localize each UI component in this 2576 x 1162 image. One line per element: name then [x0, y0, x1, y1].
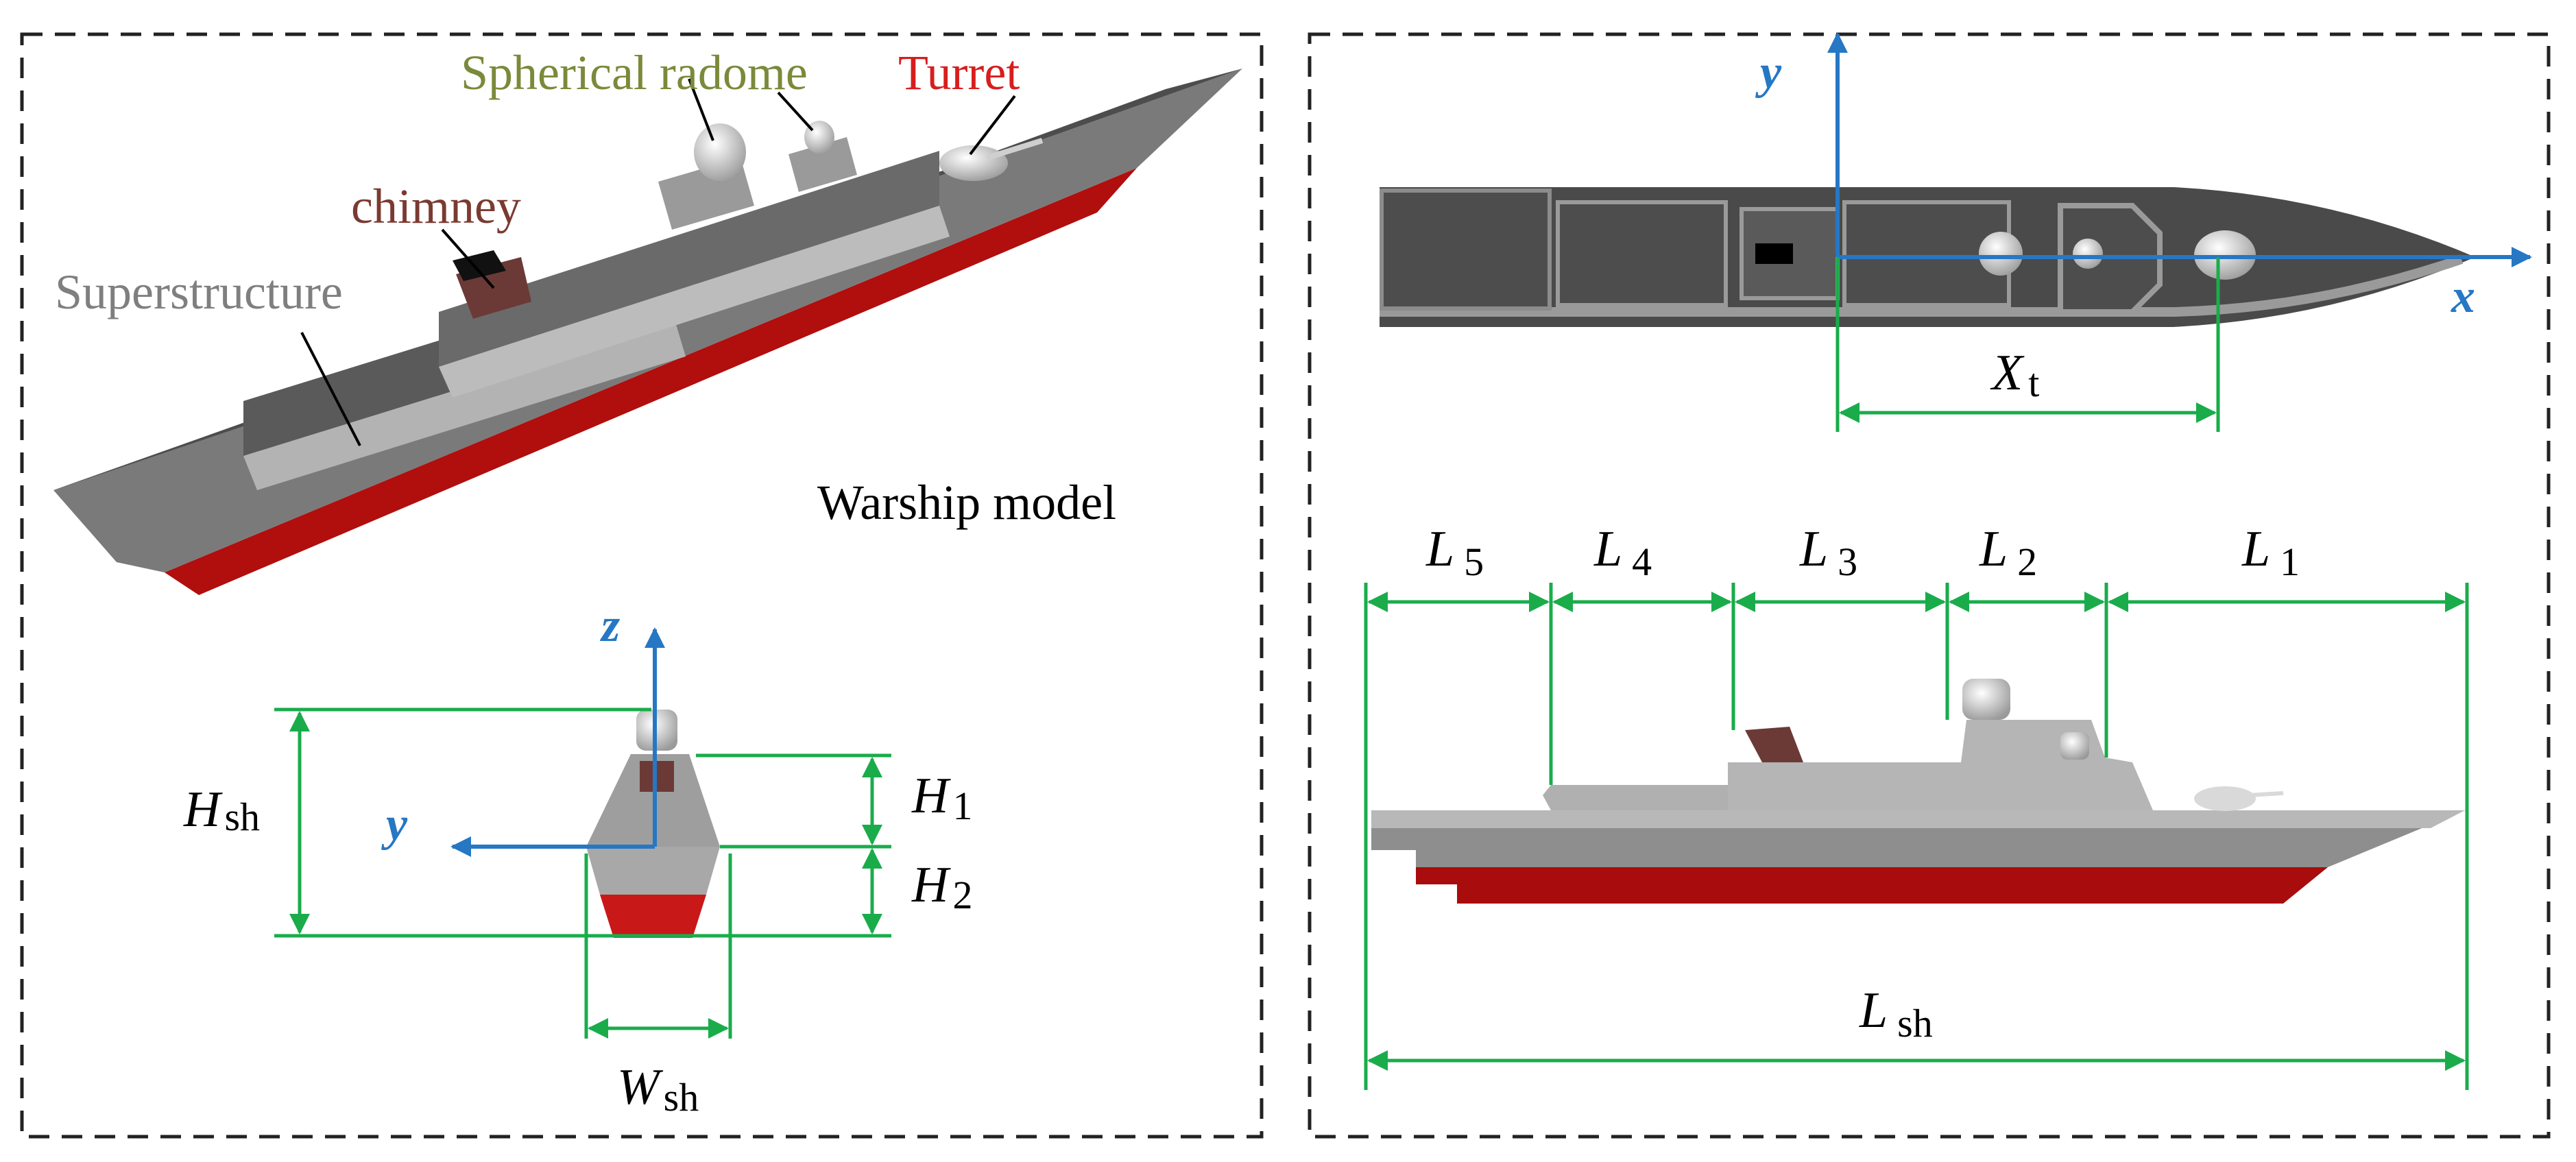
- side-chimney: [1745, 727, 1803, 762]
- leader-turret: [969, 95, 1016, 156]
- section-dimensions: [274, 707, 891, 1039]
- left-panel-frame: [20, 32, 1264, 1139]
- leader-radome-2: [777, 91, 814, 132]
- side-turret: [2194, 786, 2256, 811]
- section-hull-red: [600, 895, 706, 938]
- label-spherical-radome: Spherical radome: [461, 45, 808, 100]
- label-superstructure: Superstructure: [55, 265, 343, 319]
- section-hull-upper: [586, 847, 720, 895]
- radome-1-3d: [694, 123, 746, 181]
- leader-chimney: [441, 228, 495, 289]
- top-view-dimensions: [1835, 257, 2220, 432]
- side-hull-red: [1416, 867, 2328, 904]
- top-view-radome-1: [1979, 232, 2023, 276]
- label-warship-model: Warship model: [817, 475, 1116, 530]
- top-view-aft-deck: [1380, 189, 1552, 311]
- warship-3d-model: [53, 69, 1242, 595]
- mast-block-2: [789, 137, 857, 192]
- side-hangar: [1728, 762, 1935, 810]
- side-deck-strip: [1371, 810, 2465, 828]
- leader-radome-1: [688, 78, 714, 141]
- turret-barrel-3d: [986, 138, 1044, 160]
- right-panel-frame: [1308, 32, 2551, 1139]
- top-axis-x-label: x: [2451, 270, 2475, 323]
- side-radome-2: [2060, 732, 2089, 760]
- side-turret-barrel: [2248, 791, 2284, 797]
- side-bridge: [1935, 720, 2153, 810]
- top-view-radome-2: [2073, 239, 2103, 269]
- top-view-chimney: [1755, 243, 1793, 264]
- leader-superstructure: [300, 332, 361, 446]
- side-aft-super: [1543, 785, 1728, 810]
- side-view-dimensions: [1364, 583, 2469, 1090]
- superstructure-side-2: [439, 206, 950, 398]
- label-chimney: chimney: [351, 179, 521, 234]
- top-view-deck-edge: [1380, 254, 2464, 317]
- top-axis-y-label: y: [1755, 46, 1782, 99]
- side-mast: [1962, 679, 2010, 720]
- section-axis-y-label: y: [381, 798, 408, 851]
- side-view-ship: [1371, 679, 2465, 904]
- label-turret: Turret: [898, 45, 1020, 100]
- superstructure-side-1: [243, 322, 686, 490]
- hull-red-side: [165, 168, 1137, 595]
- superstructure-block-2: [439, 151, 939, 367]
- top-view-hangar: [1556, 200, 1728, 307]
- section-axis-z-label: z: [600, 599, 620, 652]
